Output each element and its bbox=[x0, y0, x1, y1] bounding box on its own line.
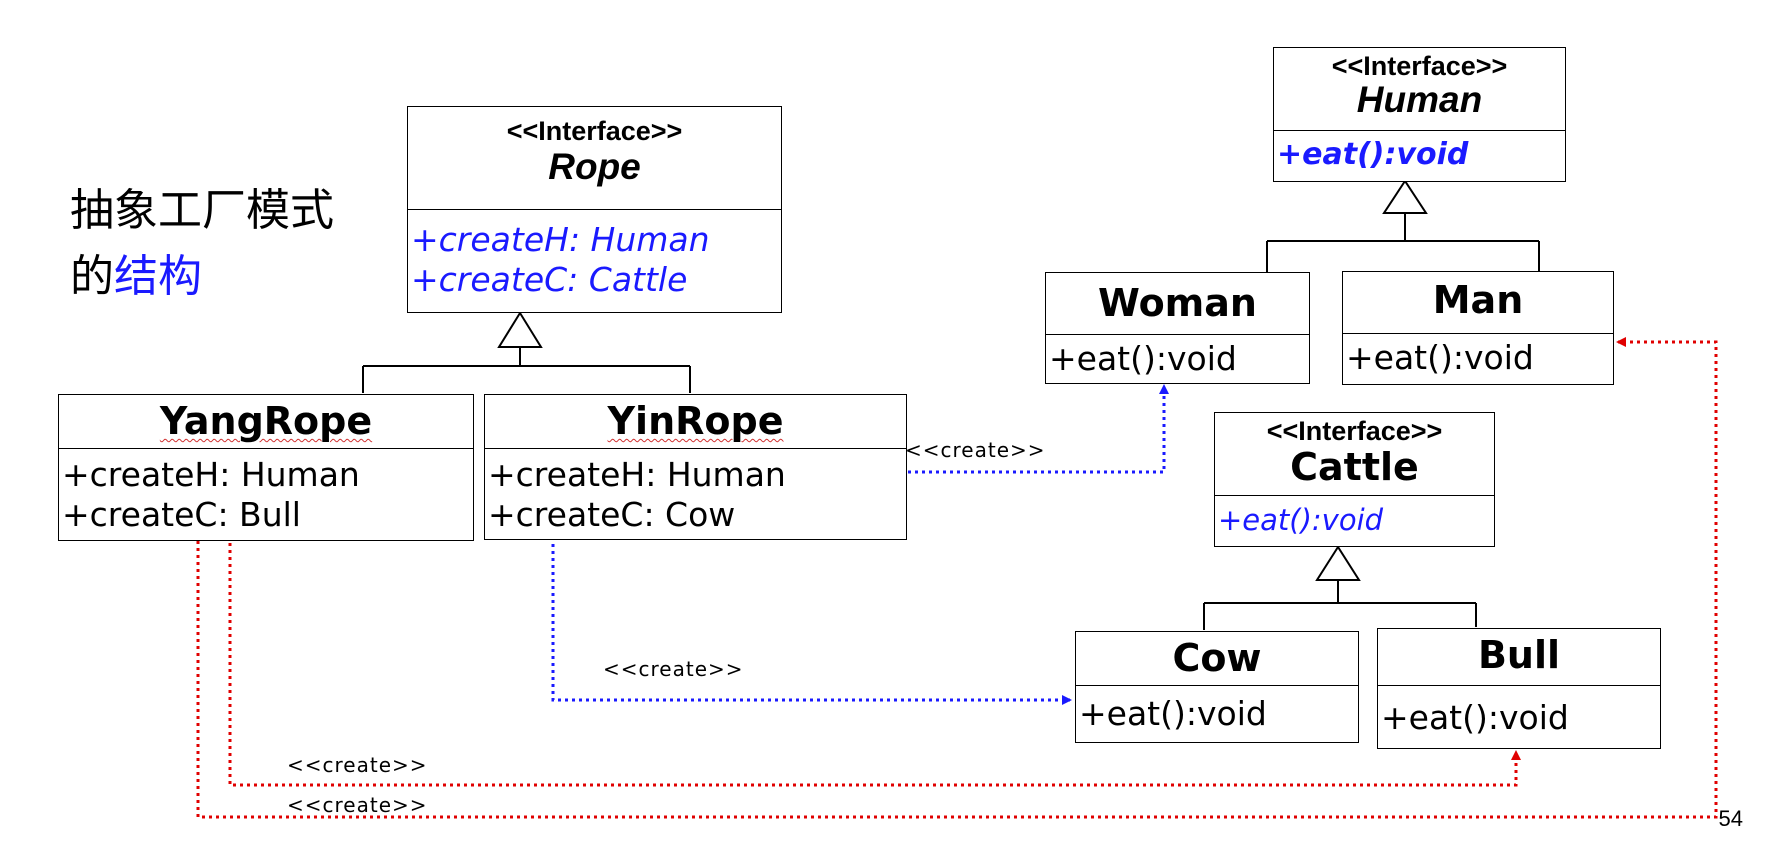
human-header: <<Interface>> Human bbox=[1274, 48, 1565, 131]
cow-class-box: Cow +eat():void bbox=[1075, 631, 1359, 743]
rope-header: <<Interface>> Rope bbox=[408, 107, 781, 210]
bull-class-box: Bull +eat():void bbox=[1377, 628, 1661, 749]
cow-name: Cow bbox=[1172, 636, 1262, 680]
human-op-eat: +eat():void bbox=[1277, 137, 1469, 172]
cattle-generalization bbox=[1203, 545, 1477, 630]
create-label-yang-bull: <<create>> bbox=[287, 753, 428, 777]
yinrope-header: YinRope bbox=[485, 395, 906, 449]
woman-op-eat: +eat():void bbox=[1049, 339, 1237, 378]
create-dependency-yang-bull bbox=[228, 522, 1521, 787]
yangrope-class-box: YangRope +createH: Human +createC: Bull bbox=[58, 394, 474, 541]
man-header: Man bbox=[1343, 272, 1613, 334]
yangrope-operations: +createH: Human +createC: Bull bbox=[59, 449, 473, 535]
man-op-eat: +eat():void bbox=[1346, 338, 1534, 377]
title-line-1: 抽象工厂模式 bbox=[70, 185, 334, 236]
title-line-2-highlight: 结构 bbox=[114, 251, 202, 302]
create-label-yin-woman: <<create>> bbox=[905, 438, 1046, 462]
man-name: Man bbox=[1432, 278, 1524, 322]
woman-name: Woman bbox=[1098, 281, 1257, 325]
cattle-interface-box: <<Interface>> Cattle +eat():void bbox=[1214, 412, 1495, 547]
woman-header: Woman bbox=[1046, 273, 1309, 335]
human-operations: +eat():void bbox=[1274, 131, 1565, 175]
create-label-yang-man: <<create>> bbox=[287, 793, 428, 817]
cow-operations: +eat():void bbox=[1076, 686, 1358, 734]
bull-op-eat: +eat():void bbox=[1381, 698, 1569, 737]
create-label-yin-cow: <<create>> bbox=[603, 657, 744, 681]
rope-stereotype: <<Interface>> bbox=[506, 116, 683, 146]
human-interface-box: <<Interface>> Human +eat():void bbox=[1273, 47, 1566, 182]
cow-op-eat: +eat():void bbox=[1079, 694, 1267, 733]
human-gen-triangle bbox=[1382, 179, 1428, 214]
rope-interface-box: <<Interface>> Rope +createH: Human +crea… bbox=[407, 106, 782, 313]
woman-class-box: Woman +eat():void bbox=[1045, 272, 1310, 384]
create-dependency-yin-cow bbox=[551, 530, 1072, 705]
diagram-title: 抽象工厂模式 的结构 bbox=[70, 178, 334, 310]
yinrope-class-box: YinRope +createH: Human +createC: Cow bbox=[484, 394, 907, 540]
cattle-name: Cattle bbox=[1290, 445, 1419, 489]
bull-name: Bull bbox=[1477, 633, 1561, 677]
yangrope-header: YangRope bbox=[59, 395, 473, 449]
yinrope-op-createH: +createH: Human bbox=[488, 455, 786, 494]
human-name: Human bbox=[1356, 79, 1483, 120]
cattle-gen-triangle bbox=[1315, 545, 1361, 581]
rope-generalization bbox=[362, 311, 691, 393]
rope-op-createC: +createC: Cattle bbox=[411, 260, 688, 299]
cow-header: Cow bbox=[1076, 632, 1358, 686]
cattle-operations: +eat():void bbox=[1215, 496, 1494, 540]
yinrope-operations: +createH: Human +createC: Cow bbox=[485, 449, 906, 535]
bull-operations: +eat():void bbox=[1378, 686, 1660, 738]
human-generalization bbox=[1266, 179, 1540, 272]
yinrope-name: YinRope bbox=[607, 399, 784, 443]
man-operations: +eat():void bbox=[1343, 334, 1613, 378]
cattle-op-eat: +eat():void bbox=[1218, 503, 1384, 537]
yangrope-op-createH: +createH: Human bbox=[62, 455, 360, 494]
woman-operations: +eat():void bbox=[1046, 335, 1309, 379]
bull-header: Bull bbox=[1378, 629, 1660, 686]
yangrope-name: YangRope bbox=[159, 399, 373, 443]
human-stereotype: <<Interface>> bbox=[1331, 51, 1508, 81]
title-line-2: 的结构 bbox=[70, 244, 334, 310]
title-line-2-prefix: 的 bbox=[70, 251, 114, 302]
cattle-stereotype: <<Interface>> bbox=[1266, 416, 1443, 446]
page-number: 54 bbox=[1718, 806, 1743, 831]
rope-gen-triangle bbox=[497, 311, 543, 348]
rope-operations: +createH: Human +createC: Cattle bbox=[408, 210, 781, 300]
yangrope-op-createC: +createC: Bull bbox=[62, 495, 301, 534]
yinrope-op-createC: +createC: Cow bbox=[488, 495, 736, 534]
cattle-header: <<Interface>> Cattle bbox=[1215, 413, 1494, 496]
create-dependency-yang-man bbox=[196, 337, 1718, 819]
man-class-box: Man +eat():void bbox=[1342, 271, 1614, 385]
rope-name: Rope bbox=[548, 146, 641, 187]
rope-op-createH: +createH: Human bbox=[411, 220, 710, 259]
